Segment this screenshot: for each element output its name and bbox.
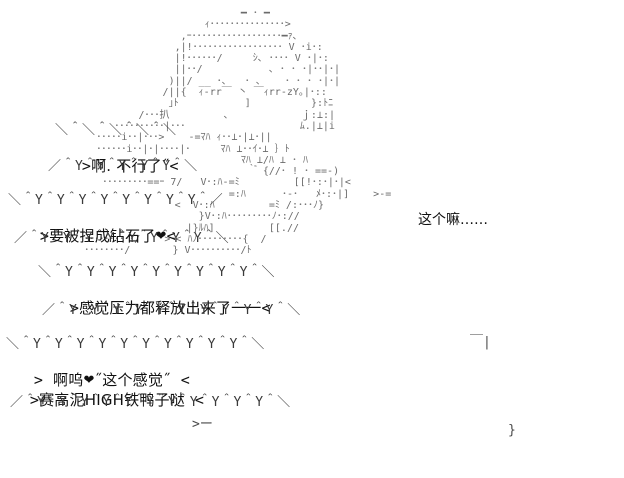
dialogue-close-bracket-3: < <box>261 299 271 317</box>
dialogue-text-4b: ˝这个感觉˝ <box>94 371 171 389</box>
dialogue-line-4: > 啊呜❤˝这个感觉˝ < <box>14 356 190 405</box>
dialogue-open-bracket-3: > <box>69 299 80 317</box>
dialogue-close-bracket-1: < <box>169 157 179 175</box>
dialogue-line-3: >感觉压力都释放出来了一一< <box>50 284 271 332</box>
dialogue-line-5: >赛高泥HIGH铁鸭子哒 < <box>10 376 204 424</box>
dialogue-text-3: 感觉压力都释放出来了一一 <box>79 299 262 317</box>
balloon-3-bottom-edge: ／＾Y＾Y＾Y＾Y＾Y＾Y＾Y＾Y＾Y＾Y＾＼ <box>42 303 301 318</box>
balloon-1-top-edge: ＼＾＼＾＼＾＼＾＼ <box>55 123 177 138</box>
dialogue-open-bracket-4: > <box>33 371 44 389</box>
dialogue-open-bracket-1: > <box>81 157 92 175</box>
balloon-4-bottom-edge: ／＾Y＾Y＾Y＾Y＾Y＾Y＾Y＾Y＾Y＾Y＾Y＾＼ <box>10 395 291 410</box>
dialogue-open-bracket-5: > <box>29 391 40 409</box>
balloon-2-top-edge: ＼＾Y＾Y＾Y＾Y＾Y＾Y＾Y＾Y＾／ <box>8 193 224 208</box>
side-note-text: 这个嘛…… <box>418 212 488 228</box>
dialogue-close-bracket-2: < <box>166 227 176 245</box>
dialogue-close-bracket-4: < <box>180 371 190 389</box>
dialogue-close-bracket-5: < <box>194 391 205 409</box>
ascii-art-body: ━ ･ ━ ｨ･･･････････････> ,ｰ･･････････････… <box>84 8 392 257</box>
left-decoration-arrow: >ー <box>192 417 213 432</box>
dialogue-line-1: >啊. 不行了˝< <box>62 142 179 190</box>
heart-icon-2: ❤ <box>155 229 167 244</box>
dialogue-text-4a: 啊呜 <box>53 371 84 389</box>
dialogue-line-2: >要被捏成钻石了❤< <box>20 212 176 261</box>
dialogue-text-5: 赛高泥HIGH铁鸭子哒 <box>39 391 185 409</box>
dialogue-text-2: 要被捏成钻石了 <box>49 227 156 245</box>
right-decoration-bracket: ￣| <box>470 335 491 350</box>
balloon-4-top-edge: ＼＾Y＾Y＾Y＾Y＾Y＾Y＾Y＾Y＾Y＾Y＾＼ <box>6 337 265 352</box>
dialogue-text-1: 啊. 不行了˝ <box>91 157 170 175</box>
balloon-1-bottom-edge: ／＾Y＾Y＾Y＾Y＾Y＾＼ <box>48 159 198 174</box>
right-decoration-brace: } <box>508 423 516 438</box>
dialogue-open-bracket-2: > <box>39 227 50 245</box>
balloon-2-bottom-edge: ／＾Y＾Y＾Y＾Y＾Y＾Y＾Y＾Y＾＼ <box>14 231 230 246</box>
heart-icon-4: ❤ <box>83 373 95 388</box>
balloon-3-top-edge: ＼＾Y＾Y＾Y＾Y＾Y＾Y＾Y＾Y＾Y＾＼ <box>38 265 275 280</box>
